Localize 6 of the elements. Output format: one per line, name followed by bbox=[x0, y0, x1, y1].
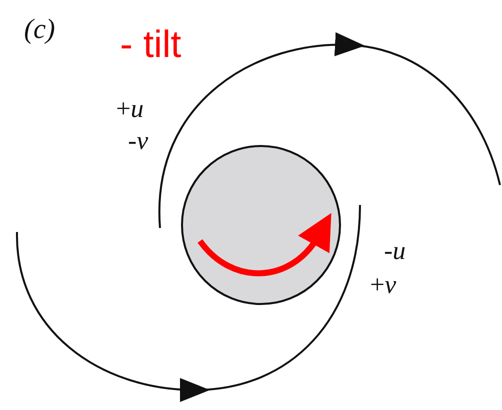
velocity-label: +u bbox=[116, 96, 144, 122]
velocity-label: -u bbox=[384, 238, 406, 264]
title-text: - tilt bbox=[120, 26, 182, 64]
velocity-label: +v bbox=[370, 272, 396, 298]
velocity-label: -v bbox=[128, 128, 148, 154]
panel-label: (c) bbox=[24, 16, 56, 44]
